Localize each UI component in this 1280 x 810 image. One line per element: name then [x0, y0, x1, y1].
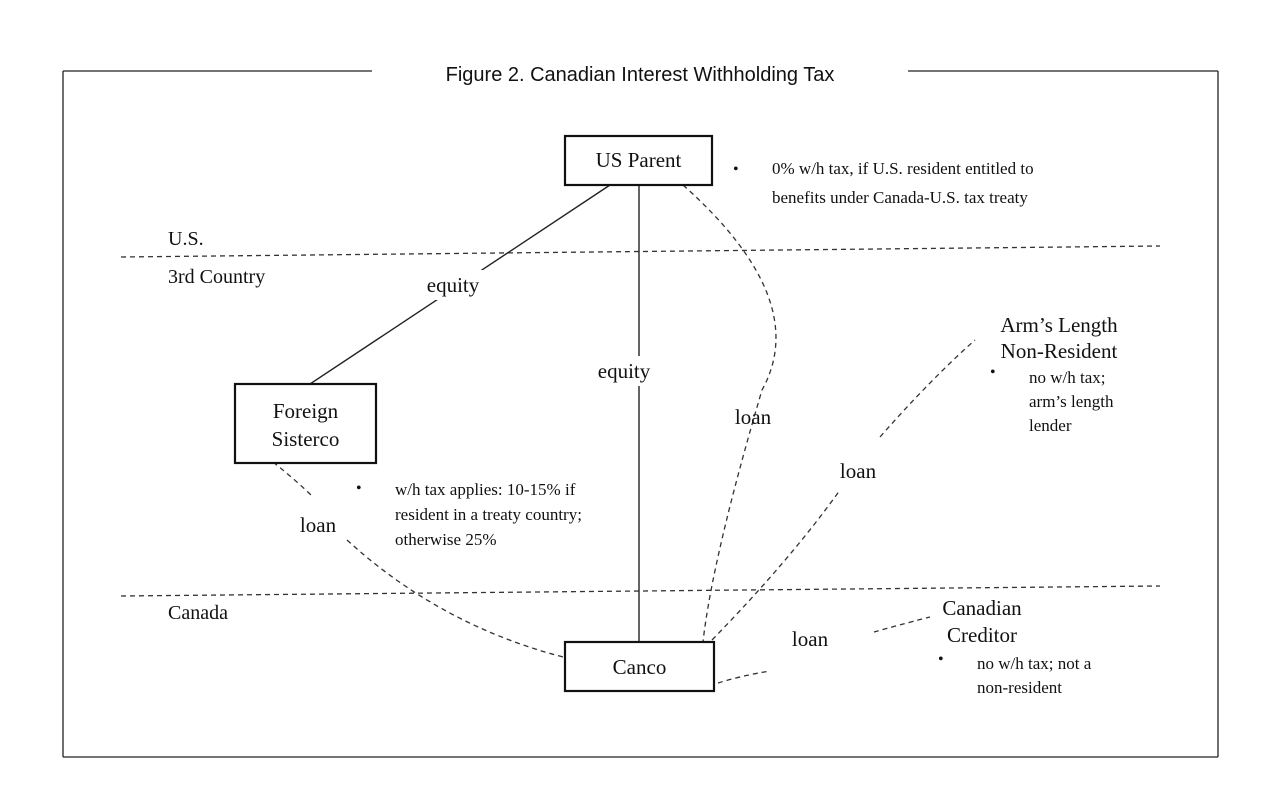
foreign-sisterco-label-line1: Foreign: [273, 399, 339, 423]
foreign-sisterco-node: Foreign Sisterco: [233, 382, 378, 465]
us-parent-label: US Parent: [596, 148, 682, 172]
equity-label-us-sisterco: equity: [418, 270, 488, 300]
svg-text:otherwise 25%: otherwise 25%: [395, 530, 497, 549]
loan-label-us-canco: loan: [735, 405, 772, 429]
loan-label-creditor-canco: loan: [792, 627, 829, 651]
loan-line-creditor-to-canco: [717, 616, 931, 684]
bullet-icon: •: [990, 364, 996, 381]
svg-text:lender: lender: [1029, 416, 1072, 435]
svg-text:benefits under Canada-U.S. tax: benefits under Canada-U.S. tax treaty: [772, 188, 1028, 207]
svg-text:non-resident: non-resident: [977, 678, 1062, 697]
third-country-canada-border-line: [120, 585, 1161, 597]
svg-text:resident in a treaty country;: resident in a treaty country;: [395, 505, 582, 524]
foreign-sisterco-label-line2: Sisterco: [272, 427, 340, 451]
svg-text:equity: equity: [598, 359, 651, 383]
sisterco-note: • w/h tax applies: 10-15% if resident in…: [356, 480, 582, 549]
region-label-us: U.S.: [168, 228, 204, 250]
bullet-icon: •: [733, 161, 739, 178]
canadian-creditor-note: • no w/h tax; not a non-resident: [938, 651, 1092, 697]
us-parent-node: US Parent: [563, 134, 714, 187]
canadian-creditor-label-line2: Creditor: [947, 623, 1017, 647]
loan-line-sisterco-to-canco: [272, 461, 564, 658]
canco-node: Canco: [563, 640, 716, 693]
bullet-icon: •: [938, 651, 944, 668]
arms-length-note: • no w/h tax; arm’s length lender: [990, 364, 1114, 435]
us-third-country-border-line: [120, 245, 1161, 258]
svg-text:arm’s length: arm’s length: [1029, 392, 1114, 411]
bullet-icon: •: [356, 480, 362, 497]
loan-line-arms-length-to-canco: [711, 339, 976, 641]
region-label-third-country: 3rd Country: [168, 266, 265, 288]
equity-label-us-canco: equity: [590, 356, 660, 386]
svg-text:equity: equity: [427, 273, 480, 297]
loan-label-sisterco-canco: loan: [300, 513, 337, 537]
svg-text:w/h tax applies: 10-15% if: w/h tax applies: 10-15% if: [395, 480, 576, 499]
loan-label-arms-length-canco: loan: [840, 459, 877, 483]
arms-length-label-line2: Non-Resident: [1001, 339, 1118, 363]
svg-text:no w/h tax;: no w/h tax;: [1029, 368, 1106, 387]
us-parent-note: • 0% w/h tax, if U.S. resident entitled …: [733, 159, 1034, 207]
region-label-canada: Canada: [168, 602, 228, 624]
figure-frame: [62, 70, 1219, 758]
loan-line-us-parent-to-canco: [682, 184, 777, 643]
svg-text:no w/h tax; not a: no w/h tax; not a: [977, 654, 1092, 673]
svg-text:0% w/h tax, if U.S. resident e: 0% w/h tax, if U.S. resident entitled to: [772, 159, 1034, 178]
figure-title: Figure 2. Canadian Interest Withholding …: [446, 64, 835, 86]
canco-label: Canco: [613, 655, 667, 679]
canadian-creditor-label-line1: Canadian: [942, 596, 1022, 620]
arms-length-label-line1: Arm’s Length: [1000, 313, 1118, 337]
